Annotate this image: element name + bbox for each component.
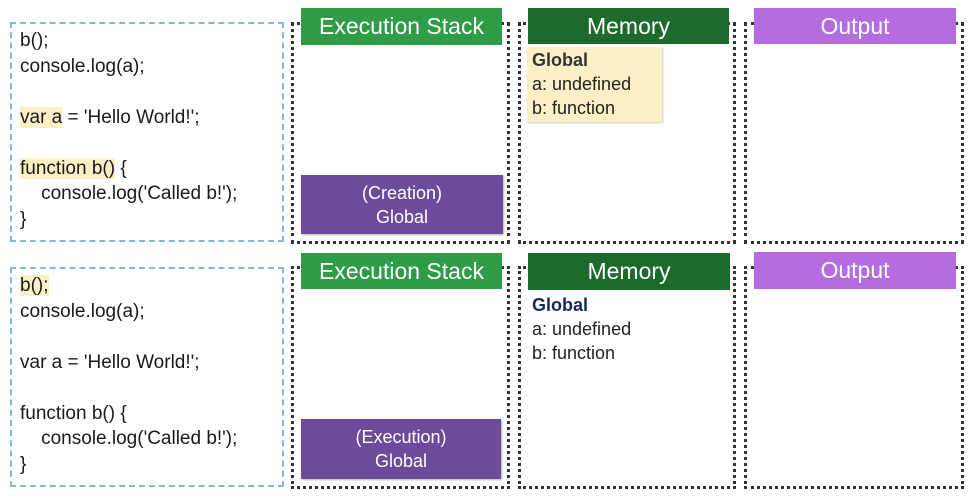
context-phase-label: (Execution)	[355, 427, 447, 447]
execution-stack-header: Execution Stack	[301, 253, 502, 289]
memory-global-scope-creation: Global a: undefined b: function	[527, 47, 662, 122]
code-line: b();	[20, 273, 274, 299]
output-box-execution	[744, 266, 964, 489]
execution-stack-header: Execution Stack	[301, 8, 502, 45]
memory-item: a: undefined	[532, 319, 632, 339]
code-line: function b() {	[20, 157, 127, 179]
execution-context-global-creation: (Creation) Global	[301, 175, 503, 234]
execution-context-global-execution: (Execution) Global	[301, 419, 501, 479]
memory-item: b: function	[532, 343, 616, 363]
code-line	[20, 130, 274, 156]
context-phase-label: (Creation)	[361, 183, 443, 203]
memory-header: Memory	[528, 253, 730, 290]
code-line: console.log(a);	[20, 300, 145, 322]
memory-item: b: function	[532, 98, 616, 118]
memory-scope-title: Global	[532, 295, 589, 315]
context-name-label: Global	[374, 451, 428, 471]
code-line	[20, 375, 274, 401]
memory-header: Memory	[528, 8, 729, 44]
code-highlight-b-call: b();	[20, 275, 49, 296]
code-line	[20, 79, 274, 105]
code-line: var a = 'Hello World!';	[20, 351, 200, 373]
code-panel-execution: b(); console.log(a); var a = 'Hello Worl…	[10, 267, 284, 487]
output-header: Output	[754, 8, 956, 44]
code-line: function b() {	[20, 402, 127, 424]
code-line: console.log('Called b!');	[20, 428, 238, 449]
context-name-label: Global	[375, 207, 429, 227]
code-line	[20, 324, 274, 350]
memory-global-scope-execution: Global a: undefined b: function	[527, 292, 677, 367]
code-panel-creation: b(); console.log(a); var a = 'Hello Worl…	[10, 22, 284, 242]
code-highlight-var-a: var a	[20, 106, 63, 128]
output-box-creation	[744, 22, 964, 244]
code-line: var a = 'Hello World!';	[20, 106, 200, 128]
code-line: }	[20, 453, 27, 475]
code-line: console.log('Called b!');	[20, 183, 238, 204]
memory-item: a: undefined	[532, 74, 632, 94]
memory-scope-title: Global	[532, 50, 589, 70]
output-header: Output	[754, 252, 956, 289]
code-line: }	[20, 208, 27, 230]
code-line: b();	[20, 30, 49, 51]
code-highlight-function-b: function b()	[20, 157, 116, 179]
code-line: console.log(a);	[20, 55, 145, 77]
